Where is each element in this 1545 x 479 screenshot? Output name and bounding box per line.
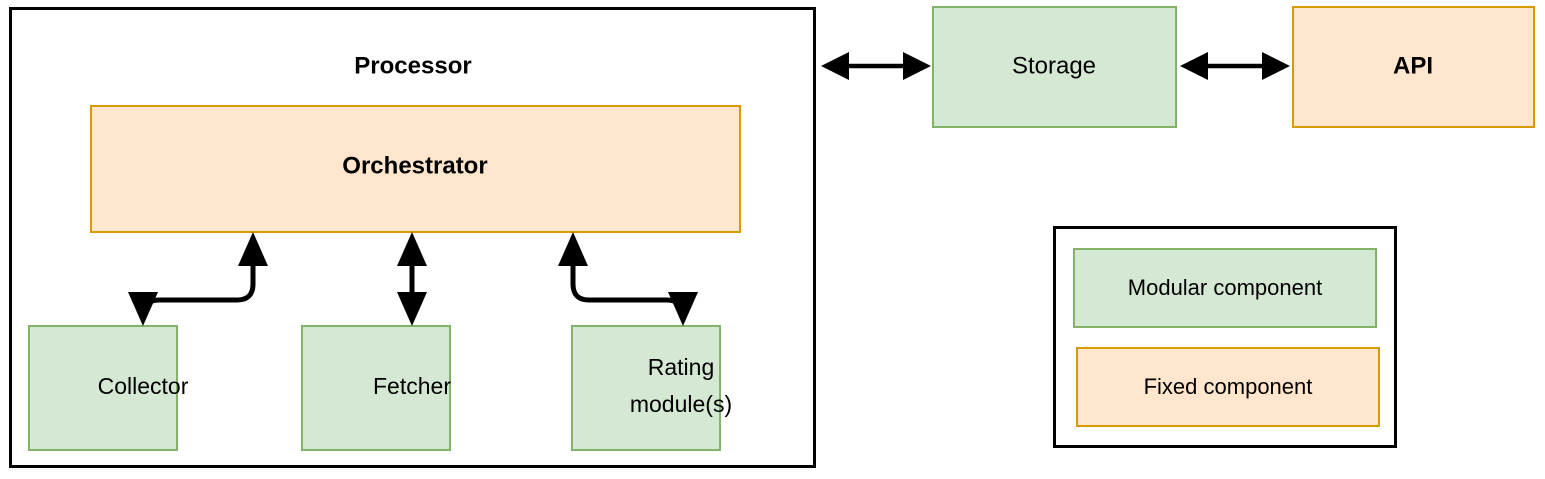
collector-label: Collector (98, 373, 189, 399)
api-label: API (1393, 52, 1433, 79)
edge-storage-api[interactable] (1180, 52, 1290, 80)
arrowhead-left-storage-api (1180, 52, 1208, 80)
arrowhead-down-fetcher-edge (397, 292, 427, 326)
arrowhead-up-collector-edge (238, 232, 268, 266)
collector-node[interactable]: Collector (28, 325, 189, 451)
legend-swatch-modular (1073, 248, 1377, 328)
api-box (1292, 6, 1535, 128)
edge-processor-storage[interactable] (821, 52, 931, 80)
processor-title: Processor (354, 52, 471, 79)
fetcher-box (301, 325, 451, 451)
legend-item-fixed: Fixed component (1076, 347, 1380, 427)
orchestrator-node[interactable]: Orchestrator (90, 105, 741, 233)
legend-label-fixed: Fixed component (1144, 374, 1313, 399)
legend-swatch-fixed (1076, 347, 1380, 427)
orchestrator-box (90, 105, 741, 233)
arrowhead-up-fetcher-edge (397, 232, 427, 266)
edge-orchestrator-rating[interactable] (558, 232, 698, 326)
rating-module-box (571, 325, 721, 451)
fetcher-node[interactable]: Fetcher (301, 325, 451, 451)
collector-box (28, 325, 178, 451)
legend-label-modular: Modular component (1128, 275, 1322, 300)
edge-orchestrator-fetcher[interactable] (397, 232, 427, 326)
fetcher-label: Fetcher (373, 373, 451, 399)
storage-box (932, 6, 1177, 128)
orchestrator-label: Orchestrator (342, 152, 487, 179)
api-node[interactable]: API (1292, 6, 1535, 128)
rating-module-node[interactable]: Rating module(s) (571, 325, 732, 451)
legend-item-modular: Modular component (1073, 248, 1377, 328)
arrowhead-up-rating-edge (558, 232, 588, 266)
edge-orchestrator-collector[interactable] (128, 232, 268, 326)
arrowhead-left-processor-storage (821, 52, 849, 80)
arrowhead-right-processor-storage (903, 52, 931, 80)
rating-module-label-line1: Rating (648, 354, 714, 380)
legend: Modular component Fixed component (1053, 226, 1397, 448)
arrowhead-right-storage-api (1262, 52, 1290, 80)
arrowhead-down-rating-edge (668, 292, 698, 326)
rating-module-label-line2: module(s) (630, 391, 732, 417)
storage-node[interactable]: Storage (932, 6, 1177, 128)
storage-label: Storage (1012, 52, 1096, 79)
arrowhead-down-collector-edge (128, 292, 158, 326)
